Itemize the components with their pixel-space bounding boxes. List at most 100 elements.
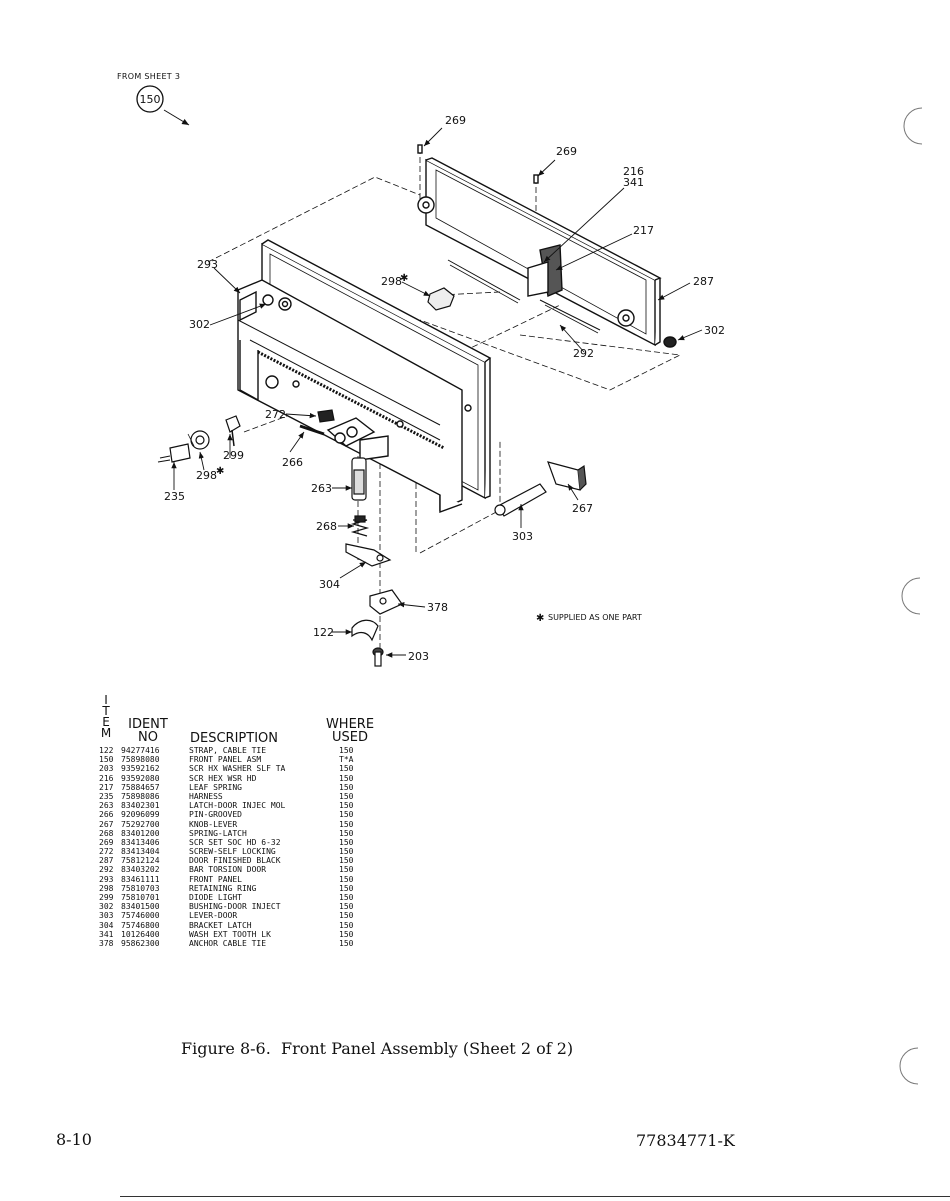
- callout-263: 263: [311, 482, 332, 495]
- where-used: 150: [339, 810, 354, 820]
- ident-number: 83413404: [121, 847, 160, 857]
- item-header-letter: T: [102, 704, 110, 718]
- where-used: 150: [339, 874, 354, 884]
- leader-lines: [171, 127, 703, 658]
- part-description: DIODE LIGHT: [189, 893, 242, 902]
- where-used: 150: [339, 902, 354, 912]
- callout-labels: 269 269 216 341 217 287 302 292 293 298 …: [164, 114, 725, 663]
- where-used: 150: [339, 893, 354, 902]
- from-sheet-ref: 150: [140, 93, 161, 106]
- figure-caption: Figure 8-6. Front Panel Assembly (Sheet …: [181, 1039, 574, 1058]
- part-description: STRAP, CABLE TIE: [189, 746, 267, 755]
- item-number: 302: [99, 902, 114, 912]
- front-panel-293: [237, 239, 492, 513]
- part-description: KNOB-LEVER: [189, 819, 238, 829]
- where-used: 150: [339, 773, 354, 783]
- item-header-letter: E: [102, 715, 110, 729]
- where-used: 150: [339, 865, 354, 875]
- item-number: 267: [99, 819, 114, 829]
- item-number: 298: [99, 883, 114, 893]
- item-number: 203: [99, 764, 114, 774]
- description-column-header: DESCRIPTION: [190, 731, 278, 746]
- item-number: 266: [99, 810, 114, 820]
- callout-302-left: 302: [189, 318, 210, 331]
- part-description: LEVER-DOOR: [189, 911, 238, 921]
- where-used: 150: [339, 819, 354, 829]
- item-number: 268: [99, 828, 114, 838]
- part-description: FRONT PANEL ASM: [189, 755, 262, 765]
- item-number: 272: [99, 847, 114, 857]
- part-description: SCR HX WASHER SLF TA: [189, 764, 286, 774]
- callout-303: 303: [512, 530, 533, 543]
- where-used: 150: [339, 764, 354, 774]
- part-description: HARNESS: [189, 791, 223, 801]
- where-used: 150: [339, 856, 354, 866]
- where-header-line: WHERE: [325, 717, 375, 732]
- item-number: 341: [99, 929, 114, 939]
- note-star-a: ✱: [400, 273, 408, 284]
- item-number: 122: [99, 746, 114, 755]
- ident-number: 95862300: [121, 938, 160, 948]
- part-description: ANCHOR CABLE TIE: [189, 938, 267, 948]
- ident-column-header: IDENT NO: [122, 718, 174, 744]
- ident-number: 83402301: [121, 801, 160, 811]
- where-used: 150: [339, 883, 354, 893]
- part-description: DOOR FINISHED BLACK: [189, 856, 281, 866]
- item-number: 299: [99, 893, 114, 902]
- from-sheet-label: FROM SHEET 3: [117, 72, 181, 81]
- part-description: SCREW-SELF LOCKING: [189, 847, 276, 857]
- ident-number: 83401200: [121, 828, 160, 838]
- table-row: 150 75898080 FRONT PANEL ASM T*A: [99, 755, 369, 764]
- from-sheet-circle: 150: [136, 85, 190, 126]
- callout-304: 304: [319, 578, 340, 591]
- where-used: 150: [339, 801, 354, 811]
- ident-number: 75812124: [121, 856, 160, 866]
- part-description: SCR HEX WSR HD: [189, 773, 257, 783]
- callout-268: 268: [316, 520, 337, 533]
- where-used: 150: [339, 746, 354, 755]
- item-number: 217: [99, 782, 114, 792]
- callout-298-b: 298: [196, 469, 217, 482]
- ident-number: 92096099: [121, 810, 160, 820]
- door-287: [417, 144, 677, 348]
- callout-302-right: 302: [704, 324, 725, 337]
- item-number: 292: [99, 865, 114, 875]
- callout-203: 203: [408, 650, 429, 663]
- note-star: ✱: [536, 613, 544, 624]
- part-description: RETAINING RING: [189, 883, 257, 893]
- where-used: T*A: [339, 755, 354, 765]
- where-used: 150: [339, 938, 354, 948]
- item-number: 235: [99, 791, 114, 801]
- callout-235: 235: [164, 490, 185, 503]
- ident-number: 10126400: [121, 929, 160, 939]
- part-description: WASH EXT TOOTH LK: [189, 929, 271, 939]
- callout-292: 292: [573, 347, 594, 360]
- where-used: 150: [339, 782, 354, 792]
- callout-216: 216: [623, 165, 644, 178]
- where-used: 150: [339, 929, 354, 939]
- callout-341: 341: [623, 176, 644, 189]
- part-description: LEAF SPRING: [189, 782, 242, 792]
- ident-number: 93592162: [121, 764, 160, 774]
- where-used: 150: [339, 828, 354, 838]
- binder-hole-marks: [899, 107, 923, 1085]
- callout-122: 122: [313, 626, 334, 639]
- item-number: 216: [99, 773, 114, 783]
- item-number: 150: [99, 755, 114, 765]
- ident-number: 75898080: [121, 755, 160, 765]
- callout-298-a: 298: [381, 275, 402, 288]
- callout-269-b: 269: [556, 145, 577, 158]
- where-used: 150: [339, 791, 354, 801]
- ident-number: 75810703: [121, 883, 160, 893]
- page-number: 8-10: [56, 1130, 92, 1149]
